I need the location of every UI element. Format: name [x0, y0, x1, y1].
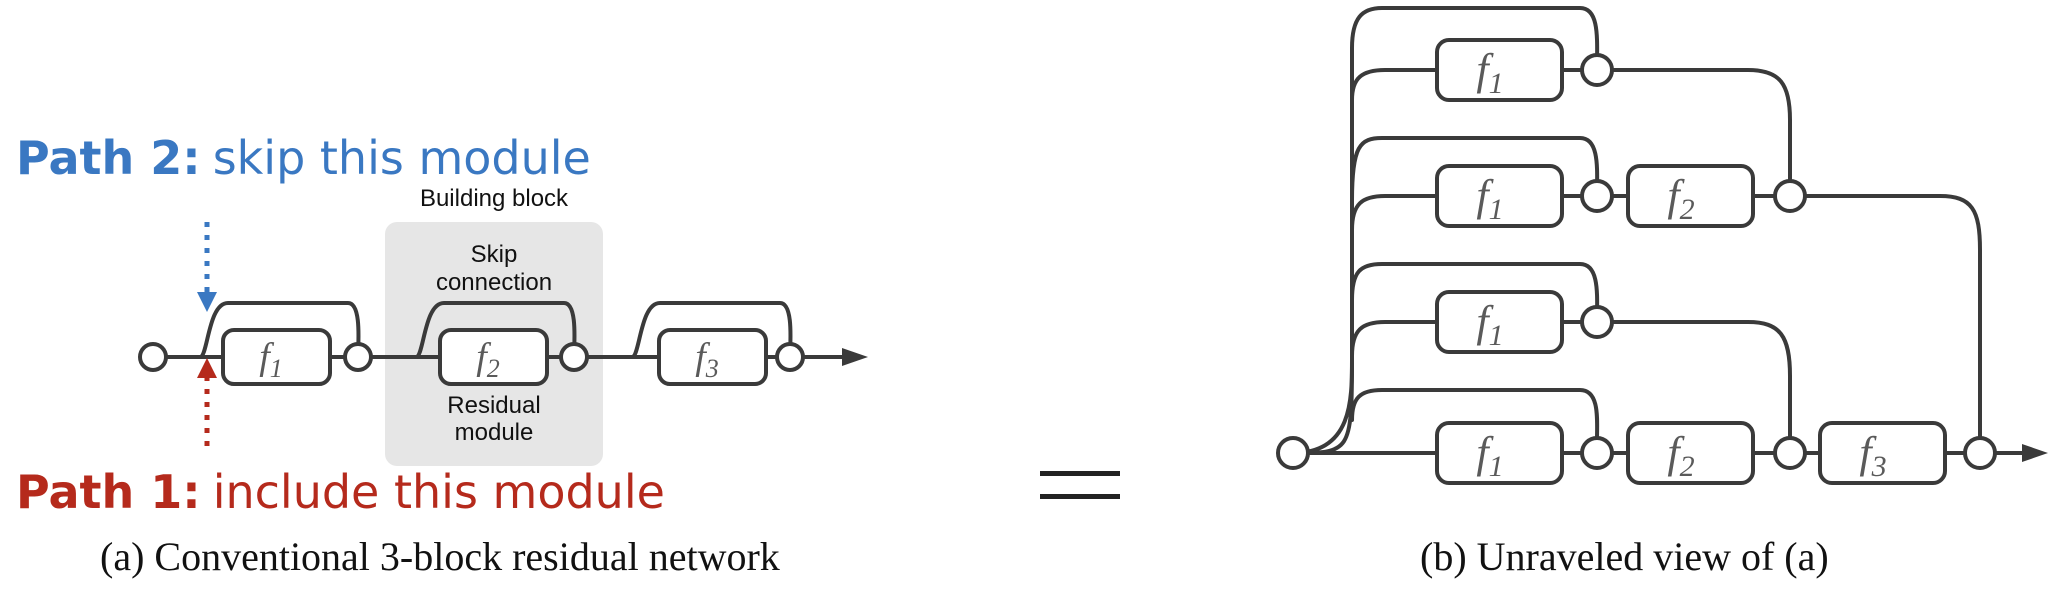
right-output-arrowhead	[2022, 444, 2048, 462]
path2-caption: Path 2:skip this module	[16, 131, 591, 185]
input-node	[138, 342, 168, 372]
row1-output	[1608, 68, 1792, 198]
skip-connection-label-line2: connection	[436, 269, 552, 296]
skip-connection-label-line1: Skip	[471, 241, 518, 268]
module-f3-label: f3	[695, 336, 719, 383]
right-panel: f1 f1 f2 f1 f1 f2 f3 (b) Unraveled view …	[1276, 6, 2048, 579]
row4-skip-path	[1350, 388, 1600, 442]
module-f3-box	[657, 328, 768, 386]
row3-sum-node	[1580, 305, 1614, 339]
row4-f2-box	[1626, 421, 1755, 485]
residual-module-label-line2: module	[455, 419, 534, 446]
row2-skip-path	[1350, 136, 1600, 202]
row2-output	[1800, 194, 1982, 442]
path1-caption: Path 1:include this module	[16, 465, 665, 519]
building-block-label: Building block	[420, 185, 569, 212]
row2-path	[1350, 194, 1587, 232]
row4-sum-node-3	[1963, 436, 1997, 470]
path2-text: skip this module	[213, 131, 591, 185]
row3-output	[1608, 320, 1792, 442]
path1-arrowhead	[197, 358, 217, 378]
path2-label: Path 2:	[16, 131, 201, 185]
row1-f1-box	[1435, 38, 1564, 102]
row2-f2-box	[1626, 164, 1755, 228]
caption-a: (a) Conventional 3-block residual networ…	[100, 534, 780, 579]
right-input-node	[1276, 436, 1310, 470]
output-arrowhead	[842, 348, 868, 366]
row4-sum-node-2	[1773, 436, 1807, 470]
module-f1-box	[221, 328, 332, 386]
path1-label: Path 1:	[16, 465, 201, 519]
row4-f3-box	[1818, 421, 1947, 485]
row1-sum-node	[1580, 53, 1614, 87]
residual-module-label-line1: Residual	[447, 392, 540, 419]
skip-connection-2	[414, 301, 577, 359]
row2-sum-node-1	[1580, 179, 1614, 213]
row1-skip-path	[1291, 6, 1600, 455]
sum-node-3	[775, 342, 805, 372]
row3-f1-box	[1435, 290, 1564, 354]
row3-path	[1350, 320, 1587, 358]
sum-node-1	[343, 342, 373, 372]
row1-path	[1291, 68, 1587, 455]
path2-arrowhead	[197, 292, 217, 312]
caption-b: (b) Unraveled view of (a)	[1420, 534, 1829, 579]
row4-f1-box	[1435, 421, 1564, 485]
row2-sum-node-2	[1773, 179, 1807, 213]
row4-sum-node-1	[1580, 436, 1614, 470]
skip-connection-1	[198, 301, 361, 359]
path1-text: include this module	[213, 465, 665, 519]
row3-skip-path	[1350, 262, 1600, 324]
row2-f1-box	[1435, 164, 1564, 228]
skip-connection-3	[630, 301, 793, 359]
module-f2-box	[438, 328, 549, 386]
sum-node-2	[559, 342, 589, 372]
left-panel: Building block Skip connection Residual …	[16, 131, 868, 579]
equals-sign	[1040, 471, 1120, 499]
